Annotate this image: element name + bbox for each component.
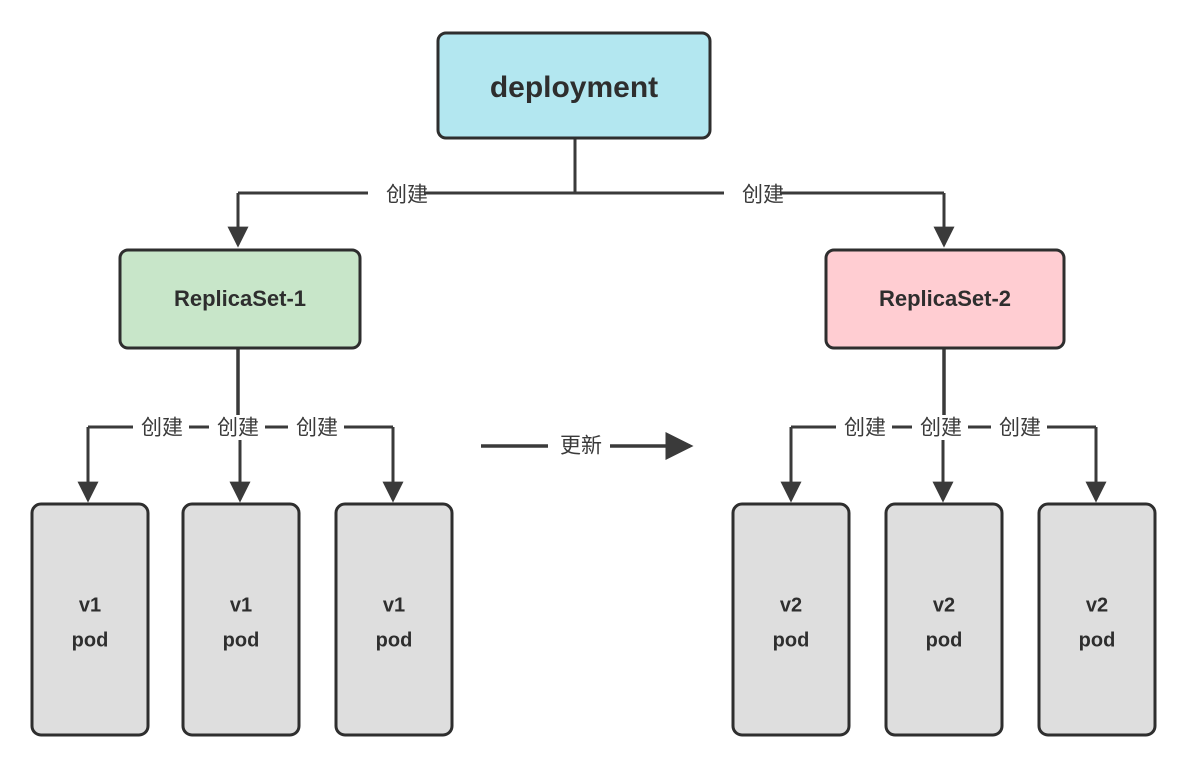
pod-group-right: v2 pod v2 pod v2 pod [731, 502, 1157, 737]
node-deployment-shape[interactable] [436, 31, 712, 140]
edge-label-deployment-to-rs2: 创建 [742, 184, 784, 207]
pod-v2-1-shape[interactable] [731, 502, 851, 737]
edge-label-rs1-to-pod3: 创建 [296, 417, 338, 440]
edge-label-rs1-to-pod2: 创建 [217, 417, 259, 440]
node-deployment-label: deployment [490, 71, 658, 104]
pod-v2-2[interactable]: v2 pod [884, 502, 1004, 737]
edge-label-bg-rs2-pod2 [912, 415, 968, 440]
pod-v1-2-kind: pod [223, 629, 260, 651]
pod-v1-3-version: v1 [383, 594, 405, 616]
node-replicaset-1-label: ReplicaSet-1 [174, 286, 306, 311]
pod-v1-3[interactable]: v1 pod [334, 502, 454, 737]
pod-v2-2-version: v2 [933, 594, 955, 616]
pod-v2-3-version: v2 [1086, 594, 1108, 616]
edge-label-bg-update [548, 432, 610, 460]
pod-v1-3-shape[interactable] [334, 502, 454, 737]
node-replicaset-2[interactable]: ReplicaSet-2 [824, 248, 1066, 350]
pod-v2-3-kind: pod [1079, 629, 1116, 651]
edge-label-bg-rs1-pod2 [209, 415, 265, 440]
pod-group-left: v1 pod v1 pod v1 pod [30, 502, 454, 737]
node-replicaset-2-label: ReplicaSet-2 [879, 286, 1011, 311]
edge-label-deployment-to-rs1: 创建 [386, 184, 428, 207]
node-replicaset-1[interactable]: ReplicaSet-1 [118, 248, 362, 350]
pod-v2-1-kind: pod [773, 629, 810, 651]
pod-v2-3[interactable]: v2 pod [1037, 502, 1157, 737]
pod-v2-2-kind: pod [926, 629, 963, 651]
edge-label-rs2-to-pod1: 创建 [844, 417, 886, 440]
node-replicaset-2-shape[interactable] [824, 248, 1066, 350]
edge-label-bg-rs2-pod1 [836, 415, 892, 440]
edge-group-deployment [227, 138, 955, 248]
edge-label-rs2-to-pod3: 创建 [999, 417, 1041, 440]
pod-v1-1-version: v1 [79, 594, 101, 616]
pod-v1-1[interactable]: v1 pod [30, 502, 150, 737]
edge-label-bg-rs1-pod3 [288, 415, 344, 440]
edge-label-bg-rs1-pod1 [133, 415, 189, 440]
pod-v1-2[interactable]: v1 pod [181, 502, 301, 737]
edge-label-bg-rs1 [368, 180, 424, 206]
edge-label-bg-rs2-pod3 [991, 415, 1047, 440]
pod-v2-3-shape[interactable] [1037, 502, 1157, 737]
edge-label-rs1-to-pod1: 创建 [141, 417, 183, 440]
edge-group-update: 更新 [481, 432, 694, 460]
node-replicaset-1-shape[interactable] [118, 248, 362, 350]
pod-v1-3-kind: pod [376, 629, 413, 651]
pod-v1-1-shape[interactable] [30, 502, 150, 737]
edge-label-rs2-to-pod2: 创建 [920, 417, 962, 440]
pod-v2-1[interactable]: v2 pod [731, 502, 851, 737]
pod-v1-2-version: v1 [230, 594, 252, 616]
edge-label-bg-rs2 [724, 180, 780, 206]
pod-v2-2-shape[interactable] [884, 502, 1004, 737]
node-deployment[interactable]: deployment [436, 31, 712, 140]
pod-v2-1-version: v2 [780, 594, 802, 616]
edge-label-update: 更新 [560, 435, 602, 458]
pod-v1-1-kind: pod [72, 629, 109, 651]
pod-v1-2-shape[interactable] [181, 502, 301, 737]
